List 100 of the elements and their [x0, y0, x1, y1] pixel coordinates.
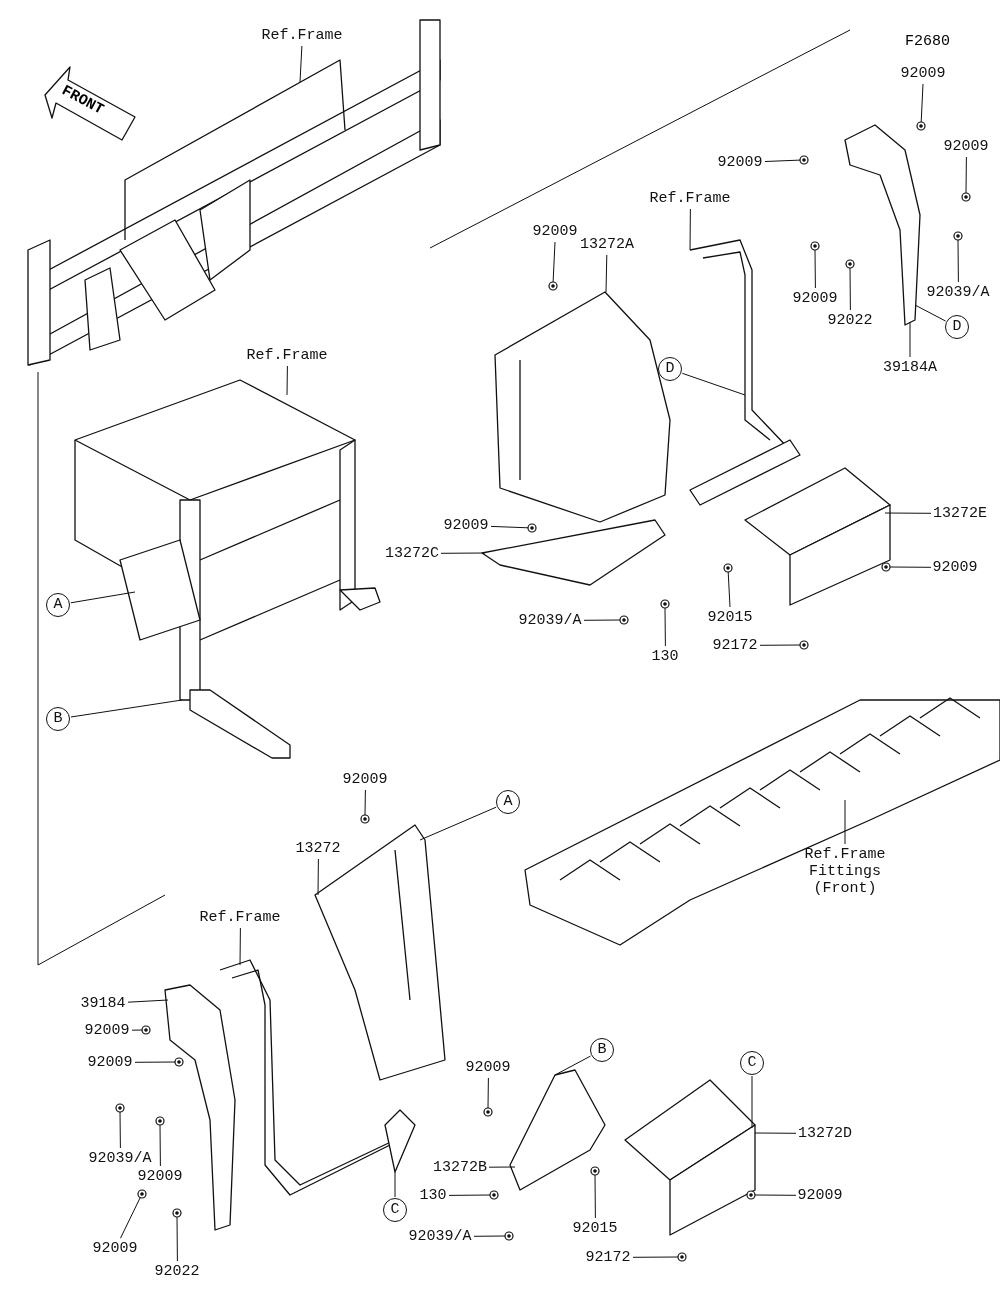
leader-line: [159, 1124, 161, 1167]
leader-line: [299, 45, 303, 83]
leader-line: [814, 249, 816, 289]
leader-line: [120, 1197, 141, 1239]
bolt-icon: [489, 1190, 499, 1200]
leader-line: [134, 1061, 176, 1063]
part-number: 92009: [532, 222, 578, 240]
bolt-icon: [504, 1231, 514, 1241]
leader-line: [176, 1216, 178, 1262]
part-number: 13272B: [433, 1158, 487, 1176]
leader-line: [440, 552, 486, 554]
part-number: 92022: [827, 311, 873, 329]
leader-line: [965, 156, 967, 194]
leader-line: [632, 1256, 679, 1258]
leader-line: [490, 525, 529, 529]
leader-line: [884, 512, 932, 514]
leader-line: [914, 304, 946, 322]
bolt-icon: [810, 241, 820, 251]
part-number: 92015: [707, 608, 753, 626]
bracket-drawing: [219, 959, 416, 1196]
leader-line: [239, 927, 241, 966]
floor-plate-drawing: [624, 1079, 756, 1236]
bolt-icon: [953, 231, 963, 241]
part-number: 92172: [712, 636, 758, 654]
bolt-icon: [360, 814, 370, 824]
leader-line: [119, 1111, 121, 1149]
reference-letter: D: [658, 357, 682, 381]
trim-strip-drawing: [509, 1069, 606, 1191]
leader-line: [70, 699, 183, 718]
bolt-icon: [881, 562, 891, 572]
leader-line: [394, 1171, 396, 1198]
leader-line: [754, 1132, 797, 1134]
part-number: 130: [419, 1186, 447, 1204]
part-number: 39184: [80, 994, 126, 1012]
leader-line: [127, 999, 169, 1003]
reference-label: Ref.Frame: [246, 346, 328, 364]
part-number: 92172: [585, 1248, 631, 1266]
bolt-icon: [723, 563, 733, 573]
reference-letter: C: [383, 1198, 407, 1222]
leader-line: [488, 1166, 516, 1168]
part-number: 92022: [154, 1262, 200, 1280]
bolt-icon: [115, 1103, 125, 1113]
reference-label: Ref.Frame: [261, 26, 343, 44]
reference-letter: A: [496, 790, 520, 814]
bolt-icon: [916, 121, 926, 131]
part-number: 92039/A: [926, 283, 990, 301]
part-number: 13272A: [580, 235, 634, 253]
part-number: 92009: [137, 1167, 183, 1185]
bolt-icon: [746, 1190, 756, 1200]
part-number: 92009: [900, 64, 946, 82]
leader-line: [764, 159, 801, 162]
part-number: 92009: [92, 1239, 138, 1257]
frame-drawing: [27, 19, 441, 366]
part-number: 130: [651, 647, 679, 665]
floor-plate-drawing: [744, 467, 891, 606]
part-number: 92009: [943, 137, 989, 155]
part-number: 13272D: [798, 1124, 852, 1142]
part-number: 13272E: [933, 504, 987, 522]
reference-letter: B: [590, 1038, 614, 1062]
leader-line: [909, 321, 911, 358]
part-number: 13272: [295, 839, 341, 857]
part-number: 92009: [84, 1021, 130, 1039]
leader-line: [689, 208, 691, 251]
leader-line: [759, 644, 801, 646]
leader-line: [594, 1174, 596, 1219]
bolt-icon: [155, 1116, 165, 1126]
part-number: 92009: [87, 1053, 133, 1071]
part-number: 92015: [572, 1219, 618, 1237]
part-number: 92009: [797, 1186, 843, 1204]
reference-label: Ref.Frame Fittings (Front): [795, 845, 895, 897]
part-number: 92009: [465, 1058, 511, 1076]
bolt-icon: [137, 1189, 147, 1199]
reference-label: Ref.Frame: [199, 908, 281, 926]
part-number: 92009: [932, 558, 978, 576]
bolt-icon: [660, 599, 670, 609]
leader-line: [554, 1055, 591, 1076]
leader-line: [317, 858, 319, 896]
leader-line: [286, 365, 288, 396]
leader-line: [727, 571, 731, 608]
bolt-icon: [677, 1252, 687, 1262]
leader-line: [448, 1194, 491, 1196]
leader-line: [605, 254, 608, 293]
bolt-icon: [799, 155, 809, 165]
part-number: 92009: [443, 516, 489, 534]
leader-line: [844, 799, 846, 845]
part-number: 13272C: [385, 544, 439, 562]
bolt-icon: [141, 1025, 151, 1035]
figure-code: F2680: [905, 33, 950, 50]
bolt-icon: [961, 192, 971, 202]
leader-line: [487, 1077, 489, 1109]
part-number: 92039/A: [408, 1227, 472, 1245]
bolt-icon: [845, 259, 855, 269]
bolt-icon: [590, 1166, 600, 1176]
reference-letter: A: [46, 593, 70, 617]
reference-letter: D: [945, 315, 969, 339]
part-number: 92009: [792, 289, 838, 307]
leader-line: [552, 241, 556, 283]
reference-letter: C: [740, 1051, 764, 1075]
bolt-icon: [174, 1057, 184, 1067]
part-number: 39184A: [883, 358, 937, 376]
